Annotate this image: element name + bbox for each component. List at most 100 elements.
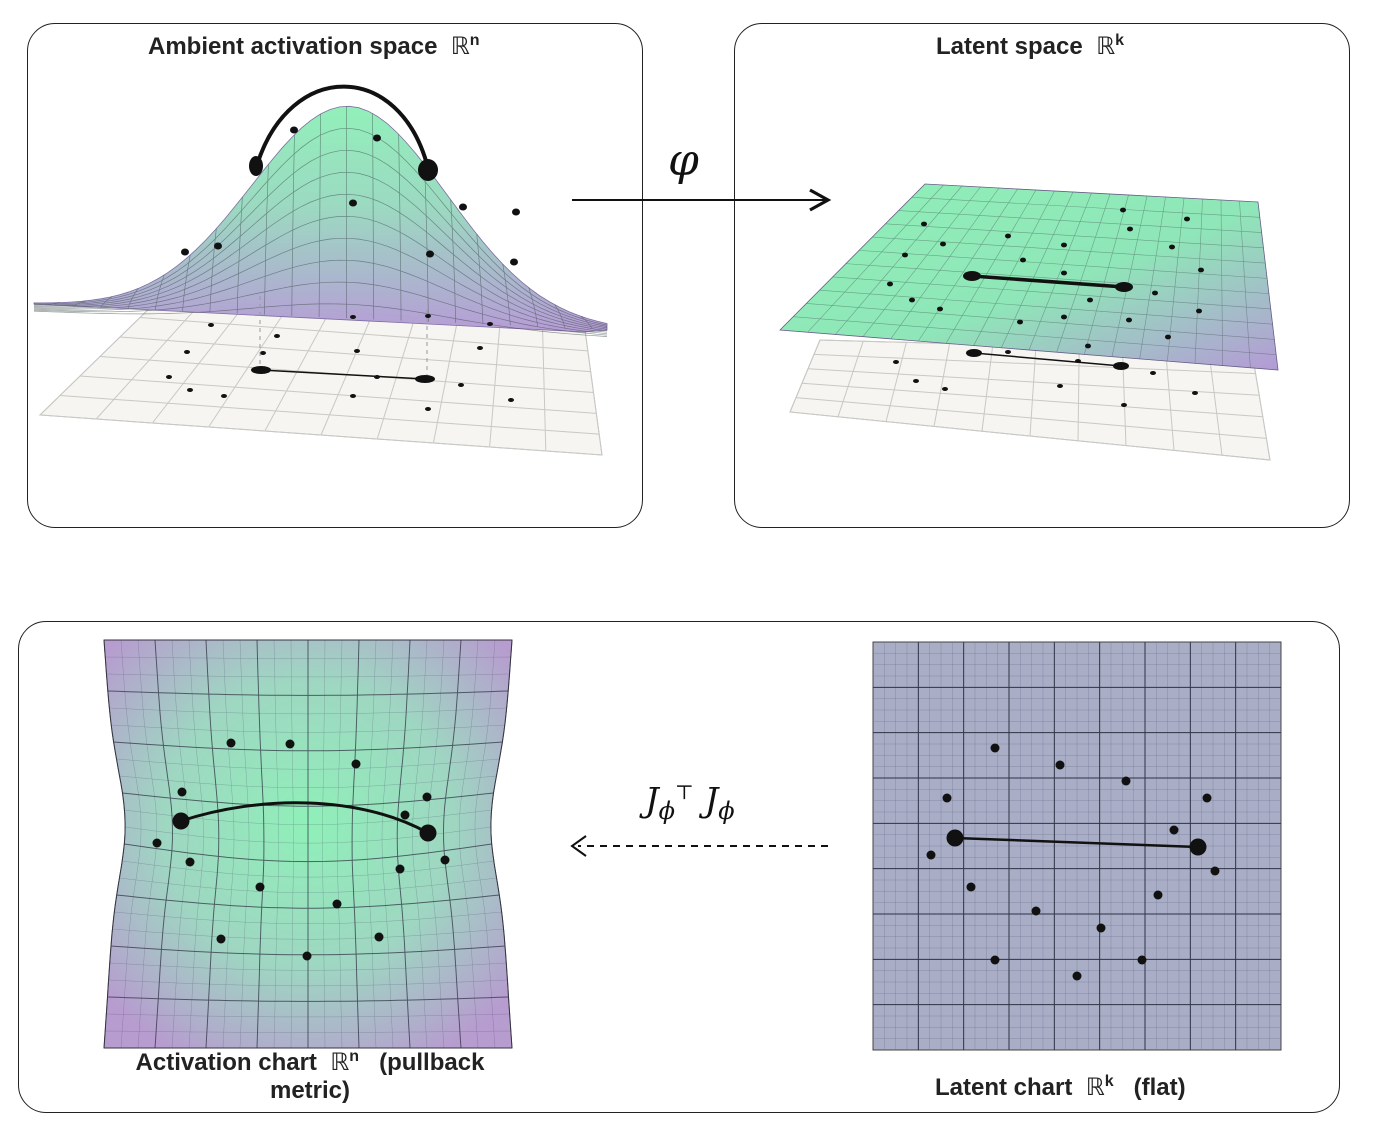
ambient-point [510,258,518,266]
latent-chart-plot [872,641,1282,1051]
ambient-plane-point [274,334,280,338]
activation-chart-point [216,934,226,944]
latent-endpoint-a [963,271,981,281]
activation-chart-point [302,951,312,961]
latent-plane-point [1192,391,1198,395]
latent-chart-point [1031,906,1041,916]
latent-point [1017,319,1023,325]
ambient-plane-point [221,394,227,398]
ambient-plane-point [187,388,193,392]
latent-chart-point [990,743,1000,753]
latent-point [887,281,893,287]
ambient-plane-point [350,315,356,319]
latent-point [1152,290,1158,296]
latent-chart-point [1121,776,1131,786]
ambient-plane-point [425,314,431,318]
latent-chart-point [926,850,936,860]
latent-chart-point [1210,866,1220,876]
ambient-point [426,250,434,258]
latent-plane-point [913,379,919,383]
activation-chart-point [422,792,432,802]
latent-plane-point [942,387,948,391]
projected-endpoint-a [251,366,271,374]
latent-chart-point [1096,923,1106,933]
latent-point [921,221,927,227]
latent-straight-path [963,271,1133,292]
latent-chart-point [1153,890,1163,900]
latent-point [902,252,908,258]
latent-chart-endpoint-a [946,829,964,847]
latent-point [1127,226,1133,232]
ambient-plane-point [425,407,431,411]
ambient-endpoint-a [249,156,263,176]
ambient-plane-point [208,323,214,327]
latent-plane-point [1150,371,1156,375]
ambient-curved-surface [33,105,608,337]
activation-chart-point [285,739,295,749]
latent-chart-title: Latent chart ℝk (flat) [935,1073,1186,1101]
activation-chart-point [374,932,384,942]
ambient-plane-point [260,351,266,355]
latent-point [1061,242,1067,248]
ambient-point [349,199,357,207]
activation-chart-point [185,857,195,867]
pullback-metric-label: Jϕ⊤ Jϕ [645,780,735,826]
latent-point [940,241,946,247]
latent-endpoint-b [1115,282,1133,292]
latent-point [1184,216,1190,222]
latent-point [1020,257,1026,263]
ambient-point [512,208,520,216]
ambient-plane-point [458,383,464,387]
latent-plane-point [1121,403,1127,407]
ambient-plane-point [354,349,360,353]
ambient-plane-point [508,398,514,402]
activation-chart-endpoint-b [419,824,437,842]
activation-chart-endpoint-a [172,812,190,830]
activation-chart-point [226,738,236,748]
projected-endpoint-b [415,375,435,383]
activation-chart-point [177,787,187,797]
latent-point [1087,297,1093,303]
latent-point [1196,308,1202,314]
latent-point [1085,343,1091,349]
ambient-projection [251,296,435,383]
ambient-point [290,126,298,134]
latent-chart-point [942,793,952,803]
latent-point [1198,267,1204,273]
ambient-plane-point [487,322,493,326]
latent-point [909,297,915,303]
latent-chart-point [1055,760,1065,770]
activation-chart-point [332,899,342,909]
ambient-plane-point [350,394,356,398]
latent-point [1005,233,1011,239]
latent-point [1061,270,1067,276]
activation-chart-point [255,882,265,892]
latent-chart-point [1072,971,1082,981]
latent-chart-point [1137,955,1147,965]
activation-chart-point [440,855,450,865]
pullback-arrow [570,835,828,857]
ambient-point [373,134,381,142]
ambient-space-title: Ambient activation space ℝn [148,32,480,60]
latent-chart-endpoint-b [1189,838,1207,856]
phi-map-label: φ [668,135,699,186]
latent-plane-point [1057,384,1063,388]
activation-chart-point [400,810,410,820]
latent-point [1061,314,1067,320]
latent-chart-point [1169,825,1179,835]
latent-chart-point [1202,793,1212,803]
latent-point [1165,334,1171,340]
latent-base-plane [789,339,1271,461]
latent-flat-sheet [779,183,1279,371]
latent-plane-point [893,360,899,364]
activation-chart-point [152,838,162,848]
latent-point [1169,244,1175,250]
activation-chart-point [395,864,405,874]
ambient-base-plane [38,297,603,456]
latent-point [1126,317,1132,323]
latent-plane-point [1005,350,1011,354]
latent-chart-point [990,955,1000,965]
ambient-point [459,203,467,211]
ambient-plane-point [184,350,190,354]
